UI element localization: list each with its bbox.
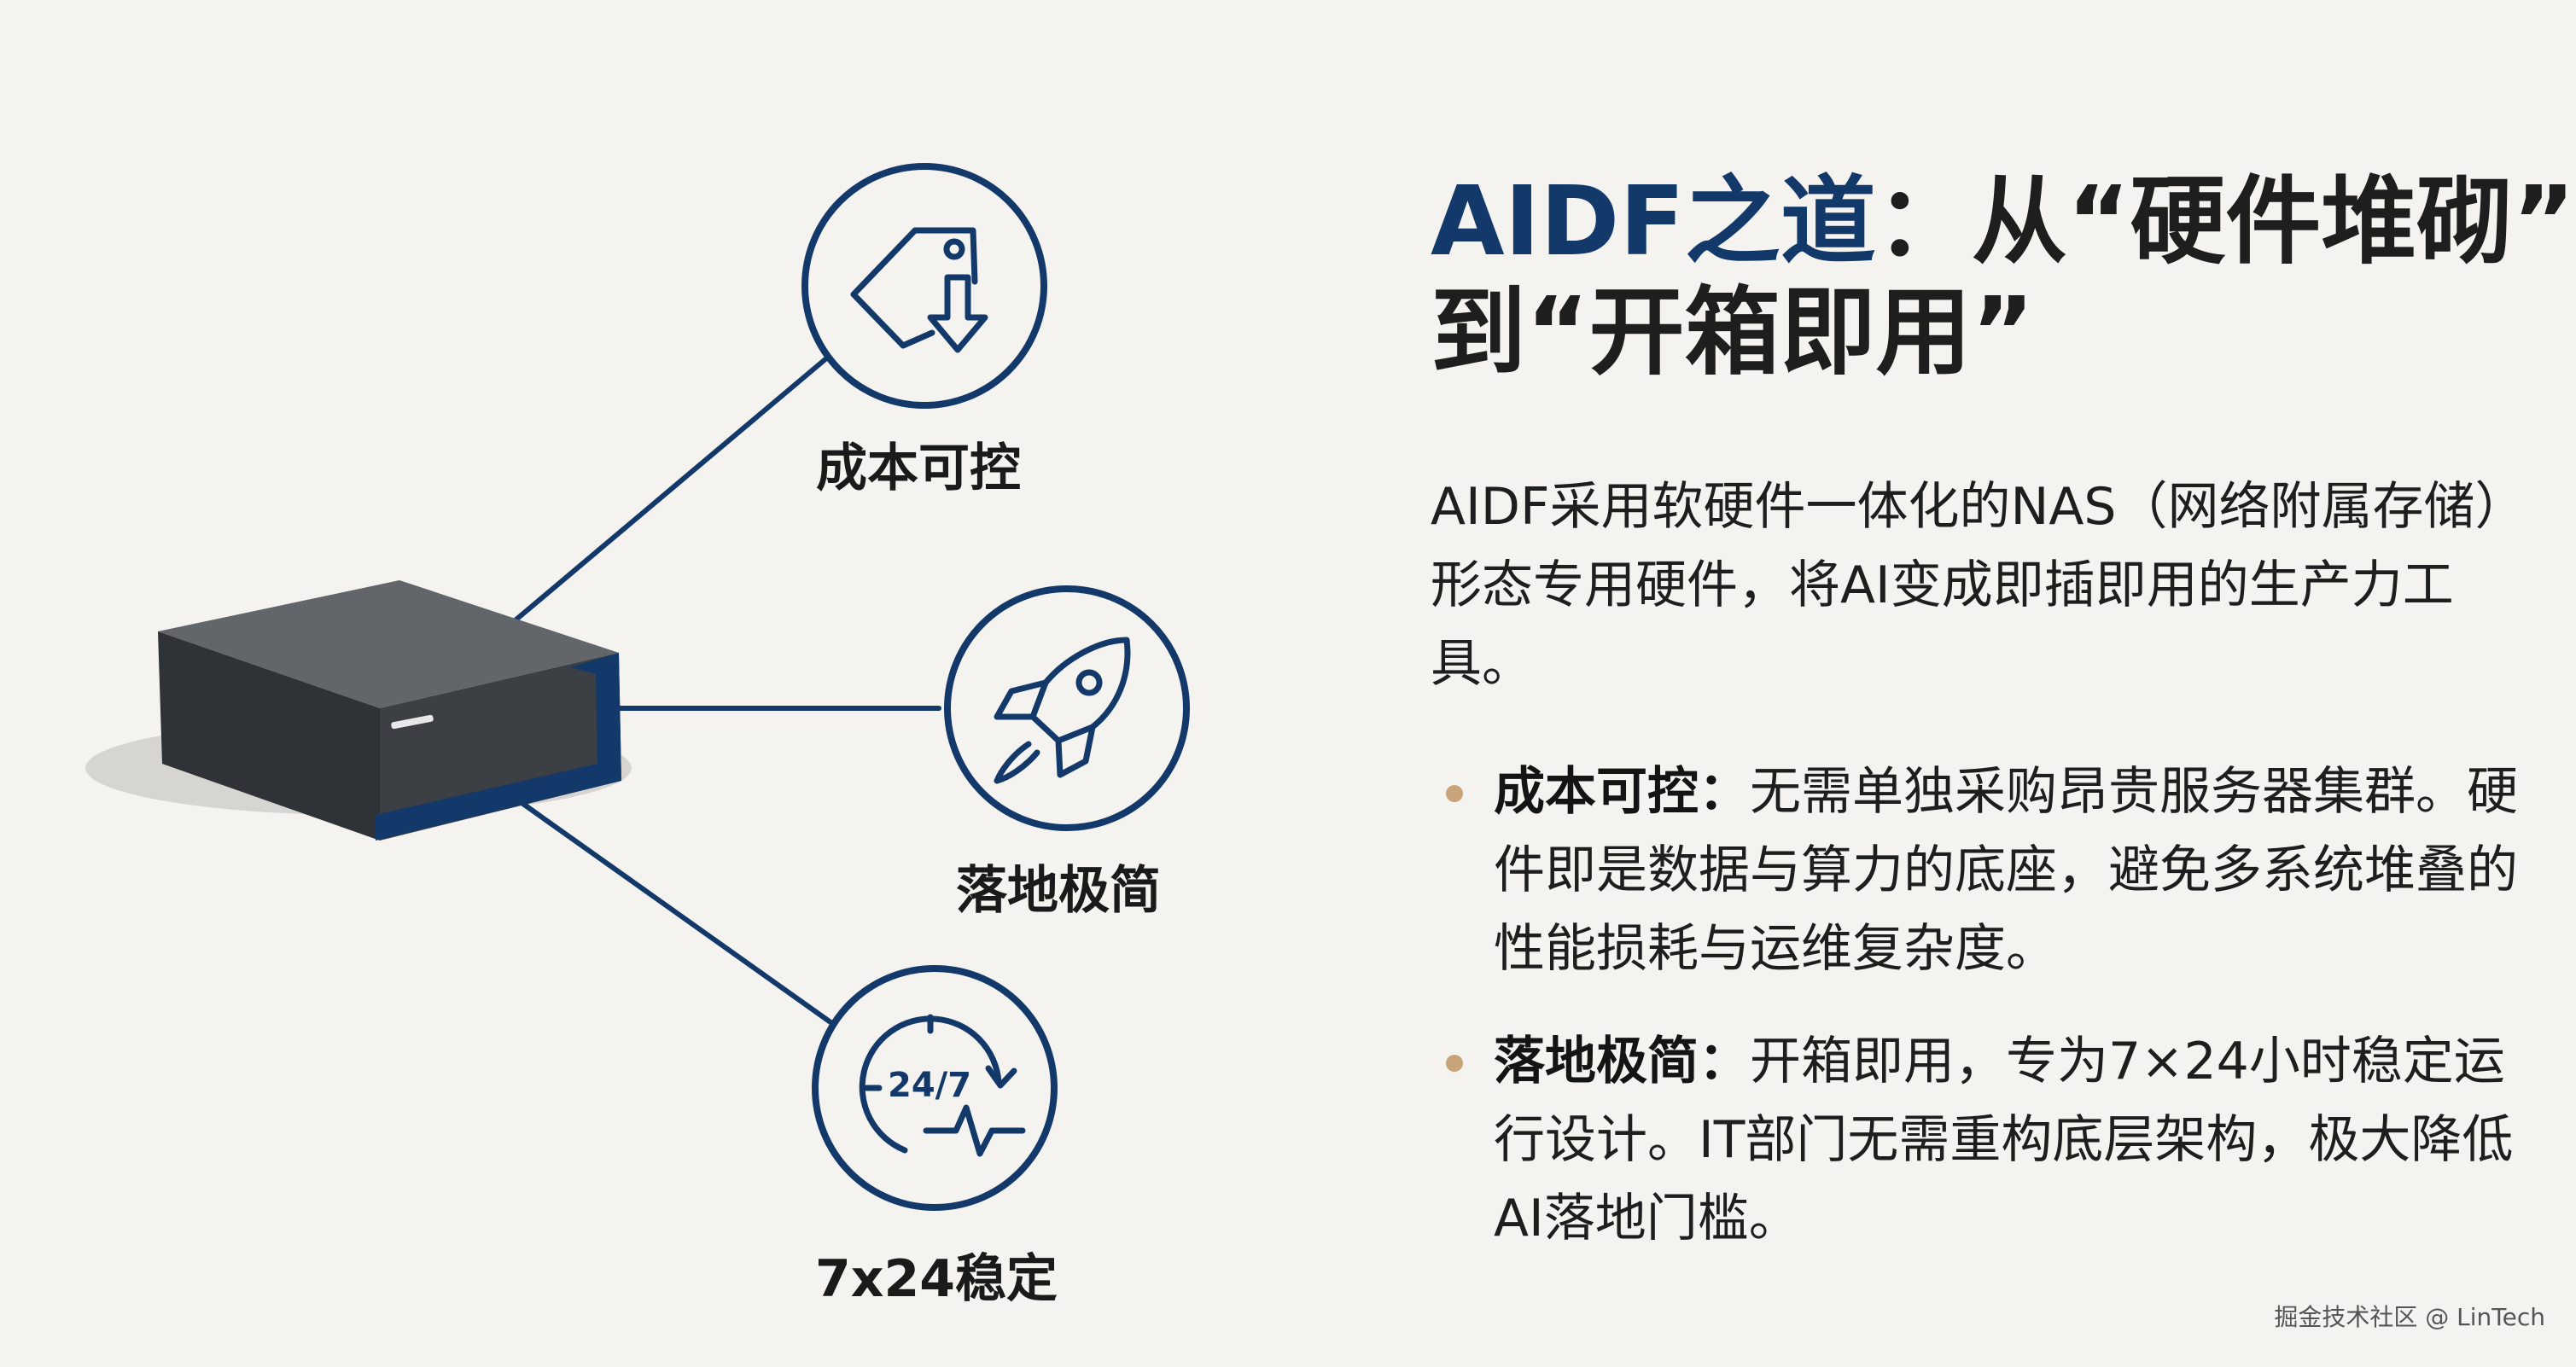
connector-cost: [510, 347, 839, 625]
watermark: 掘金技术社区 @ LinTech: [2274, 1303, 2545, 1331]
feature-label-cost: 成本可控: [816, 439, 1021, 498]
feature-diagram: 24/7: [85, 163, 1190, 1211]
title-line-1: AIDF之道：从“硬件堆砌”: [1431, 166, 2575, 278]
title-rest: ：从“硬件堆砌”: [1875, 166, 2576, 277]
bullet-heading: 落地极简：: [1494, 1032, 1750, 1091]
page-title: AIDF之道：从“硬件堆砌” 到“开箱即用”: [1431, 166, 2575, 389]
bullet-text: 无需单独采购昂贵服务器集群。硬件即是数据与算力的底座，避免多系统堆叠的性能损耗与…: [1494, 762, 2518, 979]
connector-lines: [510, 347, 941, 1035]
nas-box-icon: [85, 580, 632, 841]
clock-24-7-text: 24/7: [888, 1066, 971, 1105]
bullet-text: 开箱即用，专为7×24小时稳定运行设计。IT部门无需重构底层架构，极大降低AI落…: [1494, 1032, 2514, 1248]
intro-paragraph: AIDF采用软硬件一体化的NAS（网络附属存储）形态专用硬件，将AI变成即插即用…: [1431, 477, 2526, 694]
feature-node-stable: 24/7: [812, 965, 1058, 1211]
feature-label-simple: 落地极简: [956, 861, 1161, 921]
rocket-icon: [994, 637, 1131, 784]
price-tag-down-icon: [850, 227, 988, 353]
feature-node-cost: [801, 163, 1047, 409]
bullet-dot: [1446, 1055, 1463, 1072]
feature-node-simple: [944, 585, 1190, 831]
bullet-item-simple: 落地极简：开箱即用，专为7×24小时稳定运行设计。IT部门无需重构底层架构，极大…: [1431, 1022, 2532, 1258]
clock-24-7-heartbeat-icon: [859, 1014, 1026, 1157]
bullet-item-cost: 成本可控：无需单独采购昂贵服务器集群。硬件即是数据与算力的底座，避免多系统堆叠的…: [1431, 753, 2532, 988]
bullet-dot: [1446, 785, 1463, 802]
bullet-heading: 成本可控：: [1494, 762, 1750, 822]
connector-stable: [518, 800, 848, 1035]
title-brand: AIDF之道: [1431, 166, 1876, 277]
title-line-2: 到“开箱即用”: [1431, 276, 2035, 388]
feature-label-stable: 7x24稳定: [815, 1249, 1058, 1309]
